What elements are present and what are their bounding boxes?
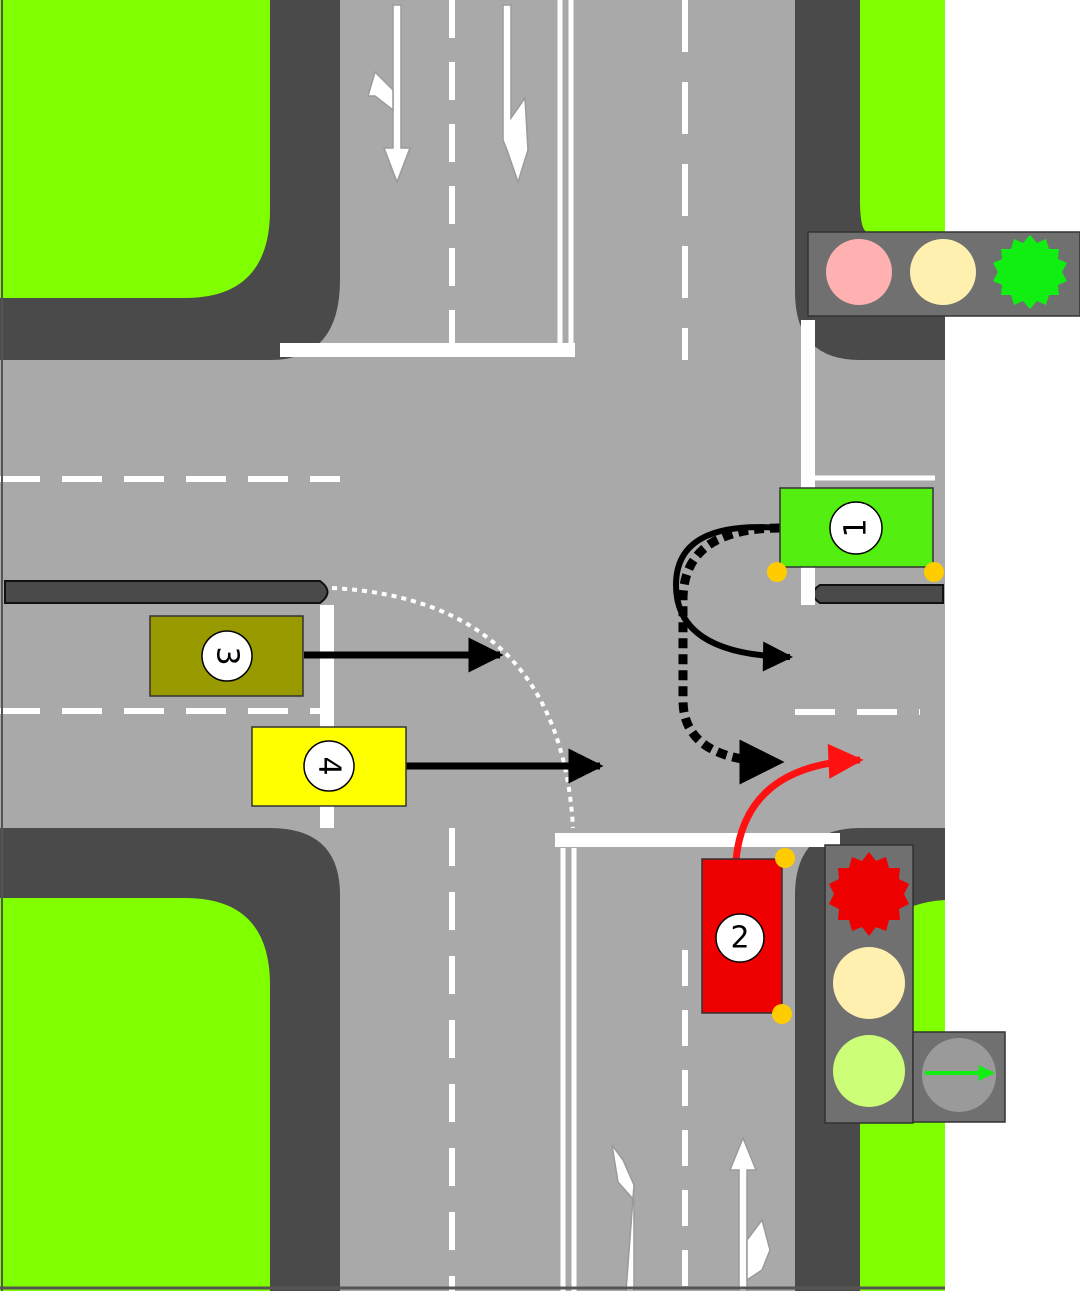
vehicle-3: 3 [149, 615, 304, 697]
vehicle-1-label: 1 [839, 518, 874, 537]
signal-yellow-off [910, 239, 976, 305]
median-left [4, 580, 329, 604]
corner-top-left [0, 0, 340, 360]
corner-bottom-left [0, 828, 340, 1291]
vehicle-4-label: 4 [312, 756, 347, 775]
vehicle-2-label: 2 [730, 921, 749, 956]
vehicle-badge [201, 630, 253, 682]
vehicle-badge [715, 913, 765, 963]
path-1-uturn-inner [672, 524, 793, 672]
signal-yellow-off [833, 947, 905, 1019]
signal-green-on [993, 235, 1067, 309]
vehicle-badge [829, 501, 883, 555]
vehicle-2: 2 [701, 848, 795, 1024]
turn-indicator [772, 1004, 792, 1024]
signal-red-on [829, 852, 909, 936]
movement-paths [304, 523, 864, 861]
signal-green-off [833, 1035, 905, 1107]
path-2-right-turn [732, 743, 864, 861]
traffic-light-bottom-right [824, 844, 1006, 1124]
vehicle-4: 4 [251, 726, 407, 807]
path-1-uturn-outer [678, 523, 785, 785]
traffic-light-top-right [807, 231, 1080, 317]
turn-indicator [767, 562, 787, 582]
lane-arrows [367, 4, 771, 1291]
turn-indicator [924, 562, 944, 582]
vehicle-3-label: 3 [210, 646, 245, 665]
vehicle-badge [303, 740, 355, 792]
road-markings [0, 0, 935, 1291]
turn-indicator [775, 848, 795, 868]
signal-red-off [826, 239, 892, 305]
vehicle-1: 1 [767, 487, 944, 582]
median-right [812, 584, 944, 604]
